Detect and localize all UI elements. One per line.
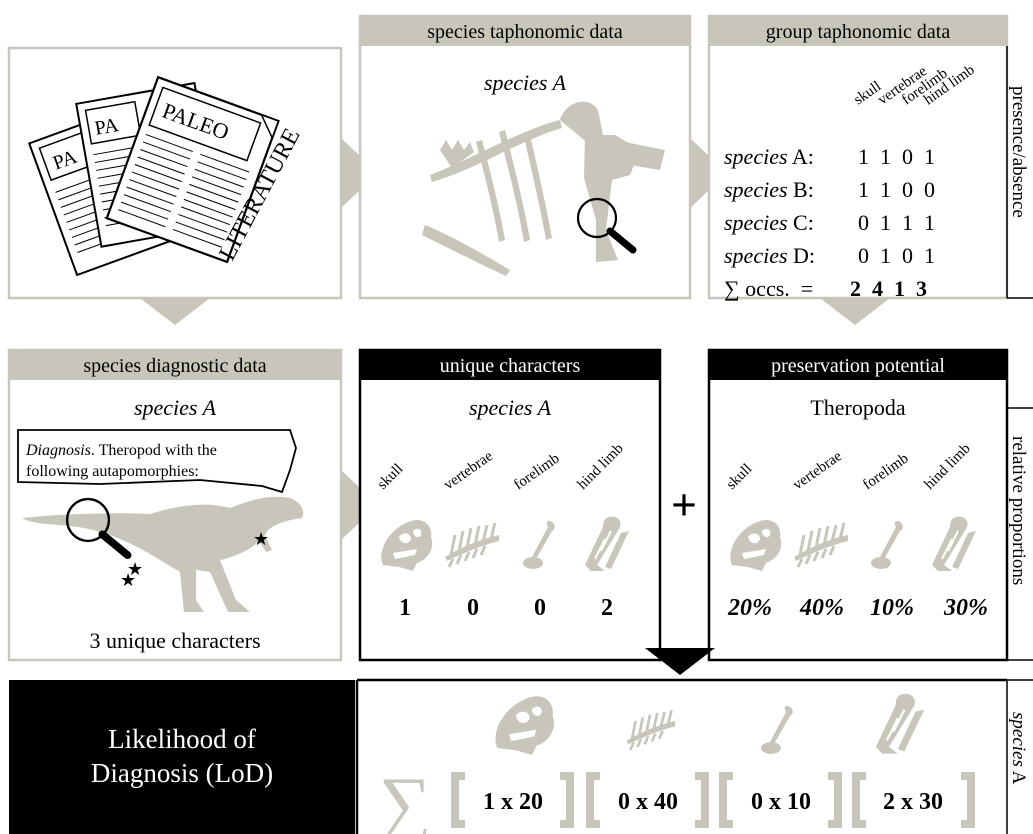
presence-table-row: species D: 0 1 0 1 xyxy=(724,243,935,268)
arrow-down-3 xyxy=(645,648,715,675)
row-values: 1 1 0 1 xyxy=(858,144,935,169)
lod-formula-panel: ∑ 1 x 20 0 x 40 0 x 10 2 x 30 species A xyxy=(355,678,1033,834)
unique-characters-header: unique characters xyxy=(440,355,581,377)
presence-table-sum-row: ∑ occs. = 2 4 1 3 xyxy=(724,276,927,301)
plus-operator: + xyxy=(671,479,697,530)
row-values: 0 1 0 1 xyxy=(858,243,935,268)
svg-text:species C:: species C: xyxy=(724,210,814,235)
lod-term-hind-limb: 2 x 30 xyxy=(883,789,943,815)
row-values: 1 1 0 0 xyxy=(858,177,935,202)
lod-term-vertebrae: 0 x 40 xyxy=(618,789,678,815)
arrow-down-2 xyxy=(820,298,890,325)
diagnosis-line-2: following autapomorphies: xyxy=(26,463,199,480)
species-diagnostic-species: species A xyxy=(134,395,217,420)
species-diagnostic-header: species diagnostic data xyxy=(83,355,266,377)
lod-title-line-2: Diagnosis (LoD) xyxy=(91,758,273,788)
relative-proportions-label: relative proportions xyxy=(1008,436,1029,585)
proportion-forelimb: 10% xyxy=(870,595,914,621)
diagnosis-note-box xyxy=(17,429,297,494)
lod-term: 0 x 40 xyxy=(586,772,709,828)
proportion-hind-limb: 30% xyxy=(943,595,988,621)
group-taphonomic-header: group taphonomic data xyxy=(766,21,951,43)
skull-icon xyxy=(495,696,555,755)
unique-count-forelimb: 0 xyxy=(534,595,546,621)
unique-characters-panel: unique characters species A skull verteb… xyxy=(358,348,662,662)
vertebrae-icon xyxy=(625,708,677,752)
sum-values: 2 4 1 3 xyxy=(850,276,927,301)
svg-text:species B:: species B: xyxy=(724,177,814,202)
literature-panel: PA PA PALEO LITERATURE xyxy=(7,46,343,300)
forelimb-icon xyxy=(761,706,793,754)
arrow-down-1 xyxy=(140,298,210,325)
unique-characters-count: 3 unique characters xyxy=(89,628,260,653)
svg-text:species D:: species D: xyxy=(724,243,815,268)
preservation-potential-header: preservation potential xyxy=(771,355,945,377)
svg-text:species A:: species A: xyxy=(724,144,814,169)
lod-term-skull: 1 x 20 xyxy=(483,789,543,815)
preservation-group: Theropoda xyxy=(810,395,906,420)
star-icon: ★ xyxy=(120,570,136,590)
presence-absence-label: presence/absence xyxy=(1008,86,1029,218)
sum-label: ∑ occs. = xyxy=(724,276,813,301)
unique-count-skull: 1 xyxy=(399,595,411,621)
paper-stack-icon: PA PA PALEO xyxy=(27,75,280,277)
hind-limb-icon xyxy=(874,692,926,755)
lod-term: 0 x 10 xyxy=(719,772,842,828)
proportion-skull: 20% xyxy=(727,595,772,621)
species-taphonomic-header: species taphonomic data xyxy=(427,21,623,43)
presence-table-row: species B: 1 1 0 0 xyxy=(724,177,935,202)
lod-term: 1 x 20 xyxy=(451,772,574,828)
lod-panel: Likelihood of Diagnosis (LoD) xyxy=(9,680,355,834)
theropod-silhouette-icon xyxy=(22,496,304,612)
proportion-vertebrae: 40% xyxy=(799,595,844,621)
sum-symbol: ∑ xyxy=(379,763,432,834)
preservation-potential-panel: preservation potential Theropoda skull v… xyxy=(707,348,1033,662)
species-diagnostic-panel: species diagnostic data species A Diagno… xyxy=(7,348,343,662)
presence-table-row: species A: 1 1 0 1 xyxy=(724,144,935,169)
fossil-bones-icon xyxy=(422,101,665,276)
species-taphonomic-species: species A xyxy=(484,70,567,95)
diagnosis-line-1: Diagnosis. Theropod with the xyxy=(25,442,217,459)
star-icon: ★ xyxy=(253,529,269,549)
group-taphonomic-panel: group taphonomic data skull vertebrae fo… xyxy=(707,14,1033,301)
star-icon: ★ xyxy=(127,559,143,579)
presence-table-row: species C: 0 1 1 1 xyxy=(724,210,935,235)
species-taphonomic-panel: species taphonomic data species A xyxy=(358,14,692,300)
unique-count-hind-limb: 2 xyxy=(601,595,613,621)
unique-count-vertebrae: 0 xyxy=(467,595,479,621)
paper-label-middle: PA xyxy=(93,114,121,140)
row-values: 0 1 1 1 xyxy=(858,210,935,235)
unique-characters-species: species A xyxy=(469,395,552,420)
lod-term: 2 x 30 xyxy=(852,772,975,828)
lod-species-label: species A xyxy=(1008,712,1029,785)
lod-term-forelimb: 0 x 10 xyxy=(751,789,811,815)
lod-title-line-1: Likelihood of xyxy=(108,724,256,754)
